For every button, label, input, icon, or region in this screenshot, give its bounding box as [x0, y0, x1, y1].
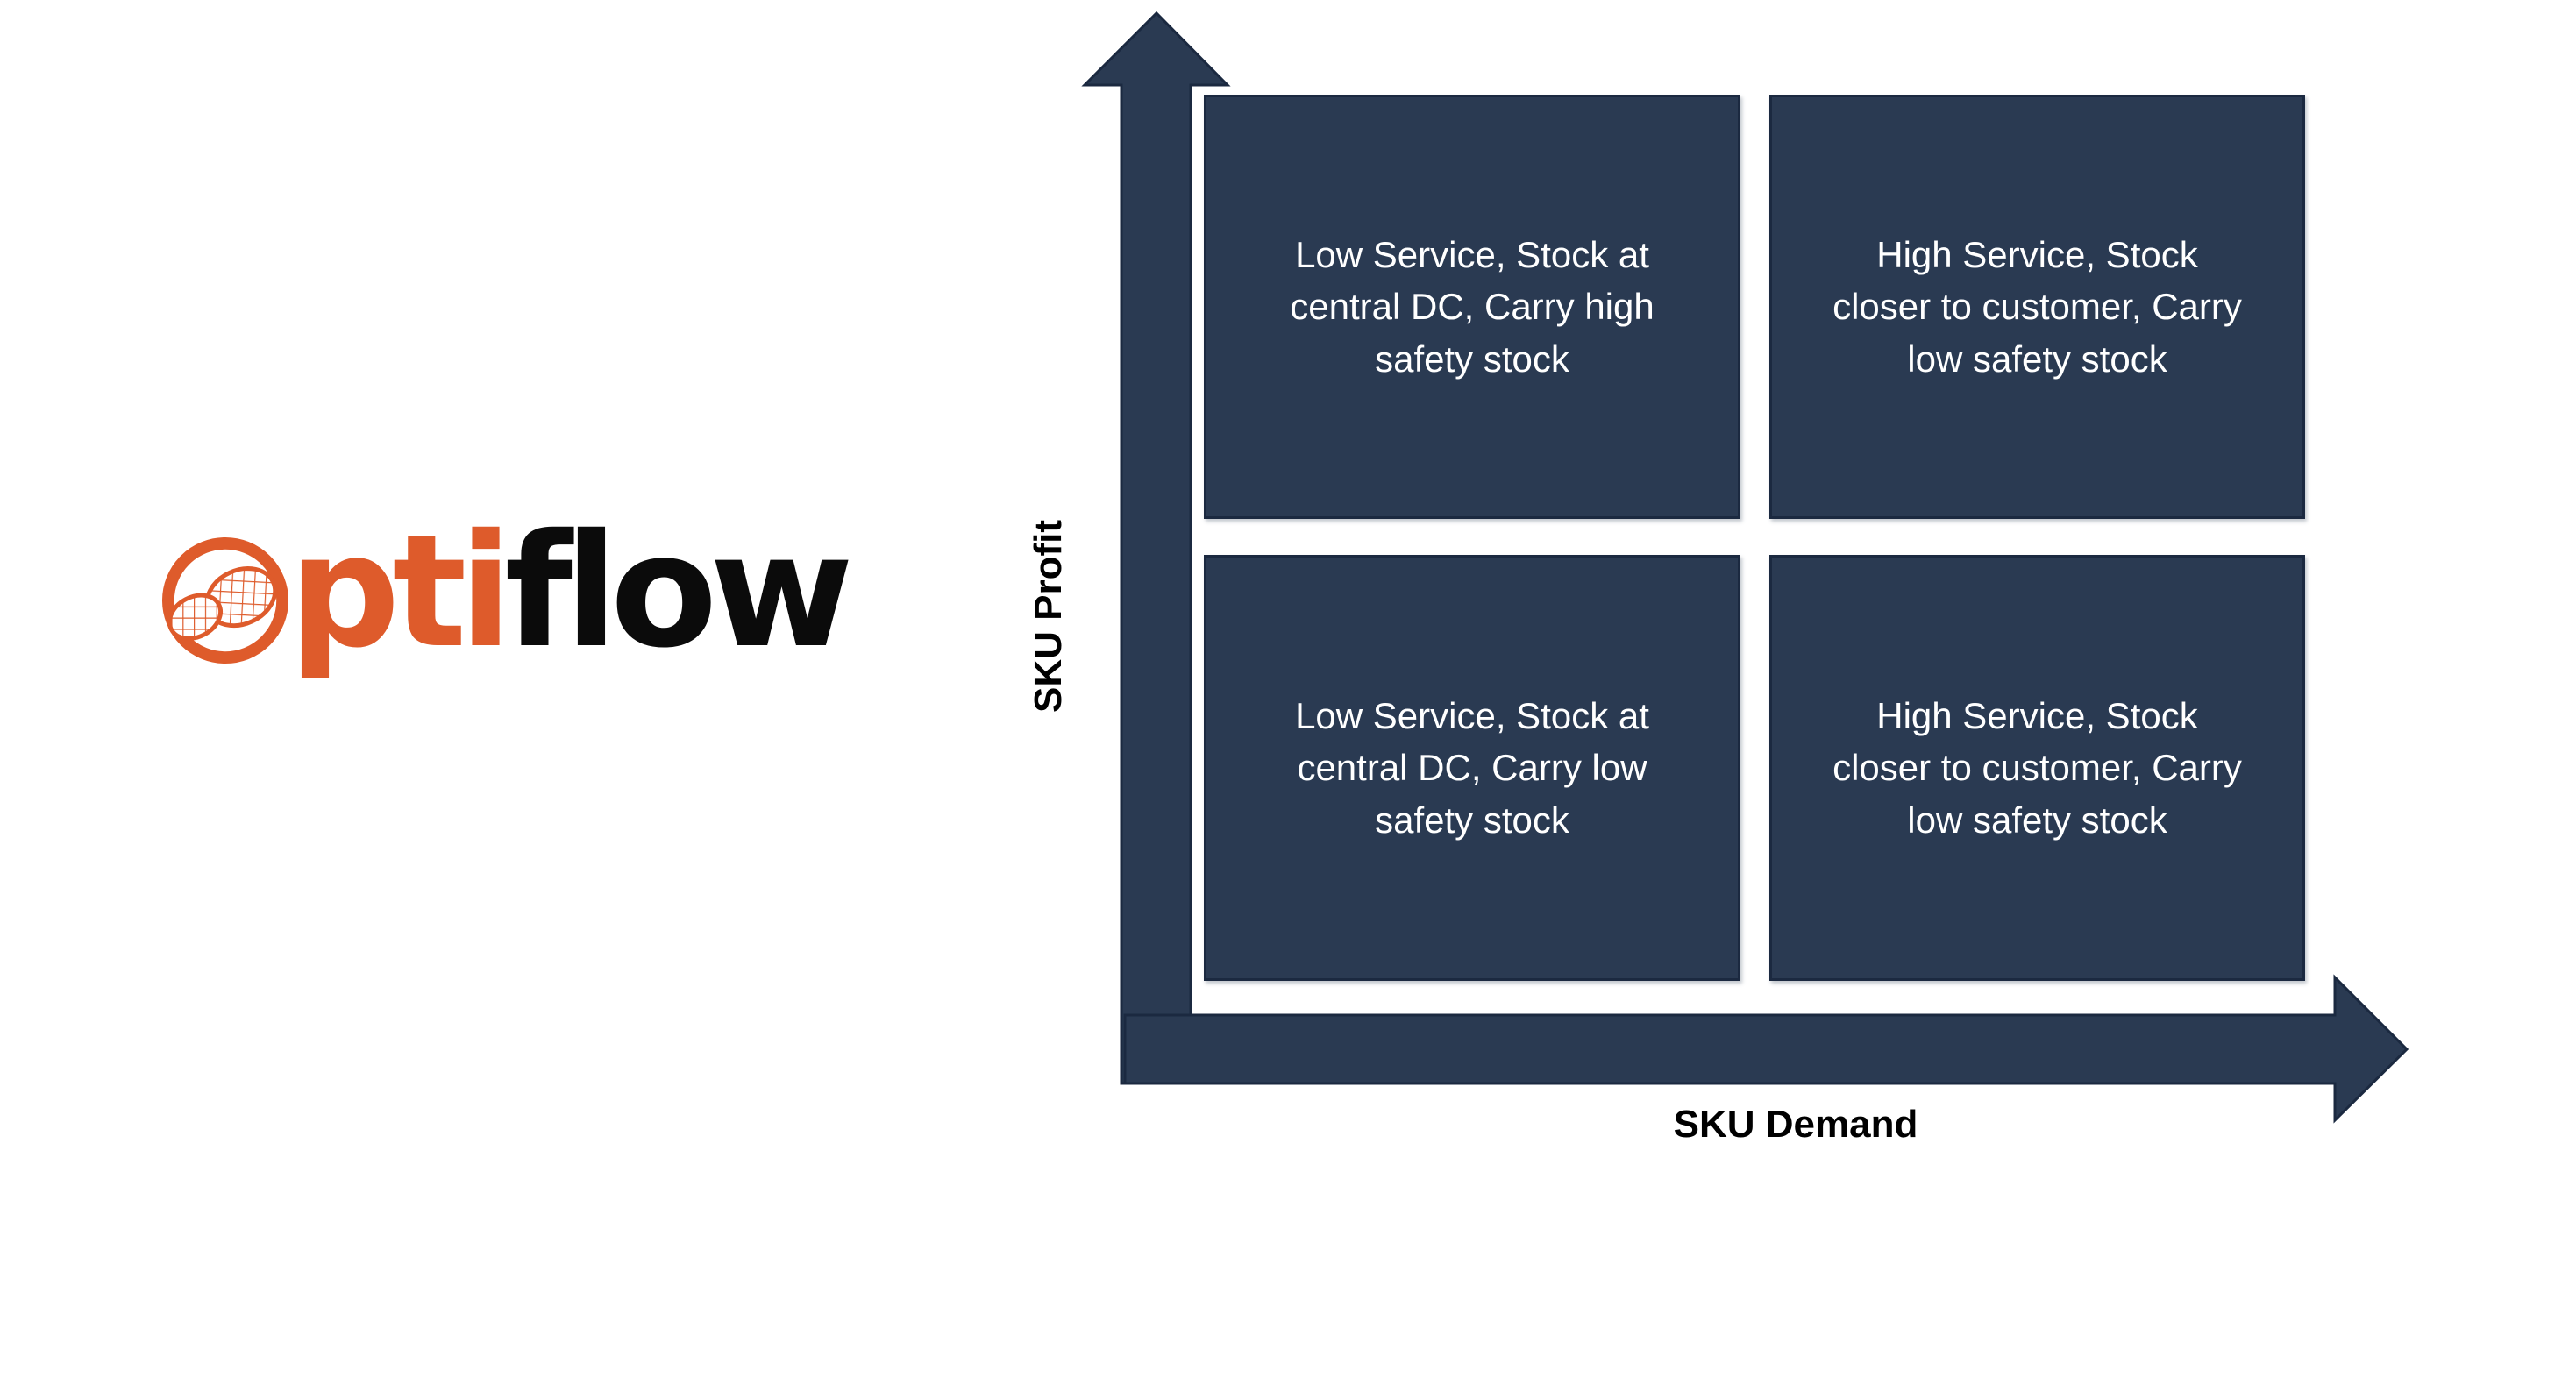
quadrant-top-right-text: High Service, Stock closer to customer, … — [1832, 233, 2242, 380]
brand-text-pti: pti — [288, 501, 513, 682]
x-axis-label: SKU Demand — [1673, 1103, 1918, 1146]
quadrant-bottom-right-text: High Service, Stock closer to customer, … — [1832, 694, 2242, 841]
optiflow-wave-mesh-icon — [161, 536, 289, 664]
quadrant-top-left-text: Low Service, Stock at central DC, Carry … — [1290, 233, 1654, 380]
y-axis-label: SKU Profit — [1027, 520, 1070, 713]
quadrant-top-right: High Service, Stock closer to customer, … — [1769, 95, 2305, 519]
quadrant-bottom-left: Low Service, Stock at central DC, Carry … — [1204, 555, 1740, 981]
y-axis-up-arrow-icon — [1081, 11, 1231, 1085]
brand-text-flow: flow — [504, 501, 854, 682]
quadrant-top-left: Low Service, Stock at central DC, Carry … — [1204, 95, 1740, 519]
quadrant-bottom-right: High Service, Stock closer to customer, … — [1769, 555, 2305, 981]
brand-wordmark: ptiflow — [288, 514, 854, 670]
x-axis-right-arrow-icon — [1123, 974, 2409, 1124]
quadrant-bottom-left-text: Low Service, Stock at central DC, Carry … — [1295, 694, 1649, 841]
